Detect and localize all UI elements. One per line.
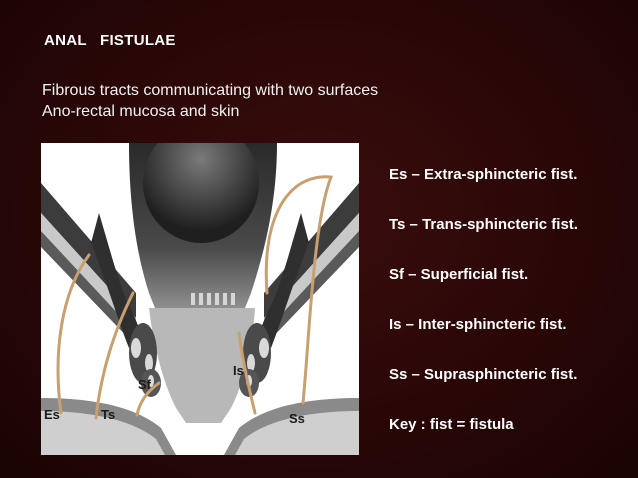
legend-item-is: Is – Inter-sphincteric fist.	[389, 316, 567, 333]
fistula-legend: Es – Extra-sphincteric fist. Ts – Trans-…	[389, 162, 629, 437]
left-sphincter-detail	[145, 354, 153, 372]
anal-canal	[149, 308, 255, 423]
tract-inter-sphincteric	[237, 331, 257, 415]
right-perineal-skin-inner	[235, 411, 359, 455]
right-sphincter-detail	[247, 354, 255, 372]
label-sf: Sf	[138, 377, 152, 392]
right-internal-sphincter	[259, 213, 309, 348]
tract-trans-sphincteric	[94, 291, 135, 420]
left-sphincter-detail	[131, 338, 141, 358]
legend-item-sf: Sf – Superficial fist.	[389, 266, 529, 283]
tract-suprasphincteric	[264, 175, 334, 405]
legend-item-es: Es – Extra-sphincteric fist.	[389, 166, 578, 183]
anal-columns	[191, 293, 235, 305]
left-internal-sphincter	[91, 213, 141, 348]
tract-extra-sphincteric	[56, 253, 91, 415]
left-sphincter-detail	[148, 375, 154, 387]
label-ts: Ts	[101, 407, 115, 422]
intro-line: Ano-rectal mucosa and skin	[42, 103, 240, 120]
label-is: Is	[233, 363, 244, 378]
label-es: Es	[44, 407, 60, 422]
right-levator-light	[264, 213, 359, 333]
slide-title: ANAL FISTULAE	[44, 32, 176, 49]
rectal-lumen	[143, 143, 259, 243]
left-perineal-skin-inner	[41, 411, 165, 455]
diagram-svg: Es Ts Sf Is Ss	[41, 143, 359, 455]
anal-fistula-diagram: Es Ts Sf Is Ss	[41, 143, 359, 455]
legend-item-ss: Ss – Suprasphincteric fist.	[389, 366, 578, 383]
legend-key: Key : fist = fistula	[389, 416, 514, 433]
intro-line: Fibrous tracts communicating with two su…	[42, 82, 379, 99]
tract-superficial	[135, 381, 161, 417]
intro-text: Fibrous tracts communicating with two su…	[42, 80, 378, 122]
fistula-tracts	[56, 175, 334, 420]
right-sphincter-detail	[259, 338, 269, 358]
left-levator-light	[41, 213, 136, 333]
legend-item-ts: Ts – Trans-sphincteric fist.	[389, 216, 578, 233]
left-levator-mid	[41, 231, 136, 343]
label-ss: Ss	[289, 411, 305, 426]
